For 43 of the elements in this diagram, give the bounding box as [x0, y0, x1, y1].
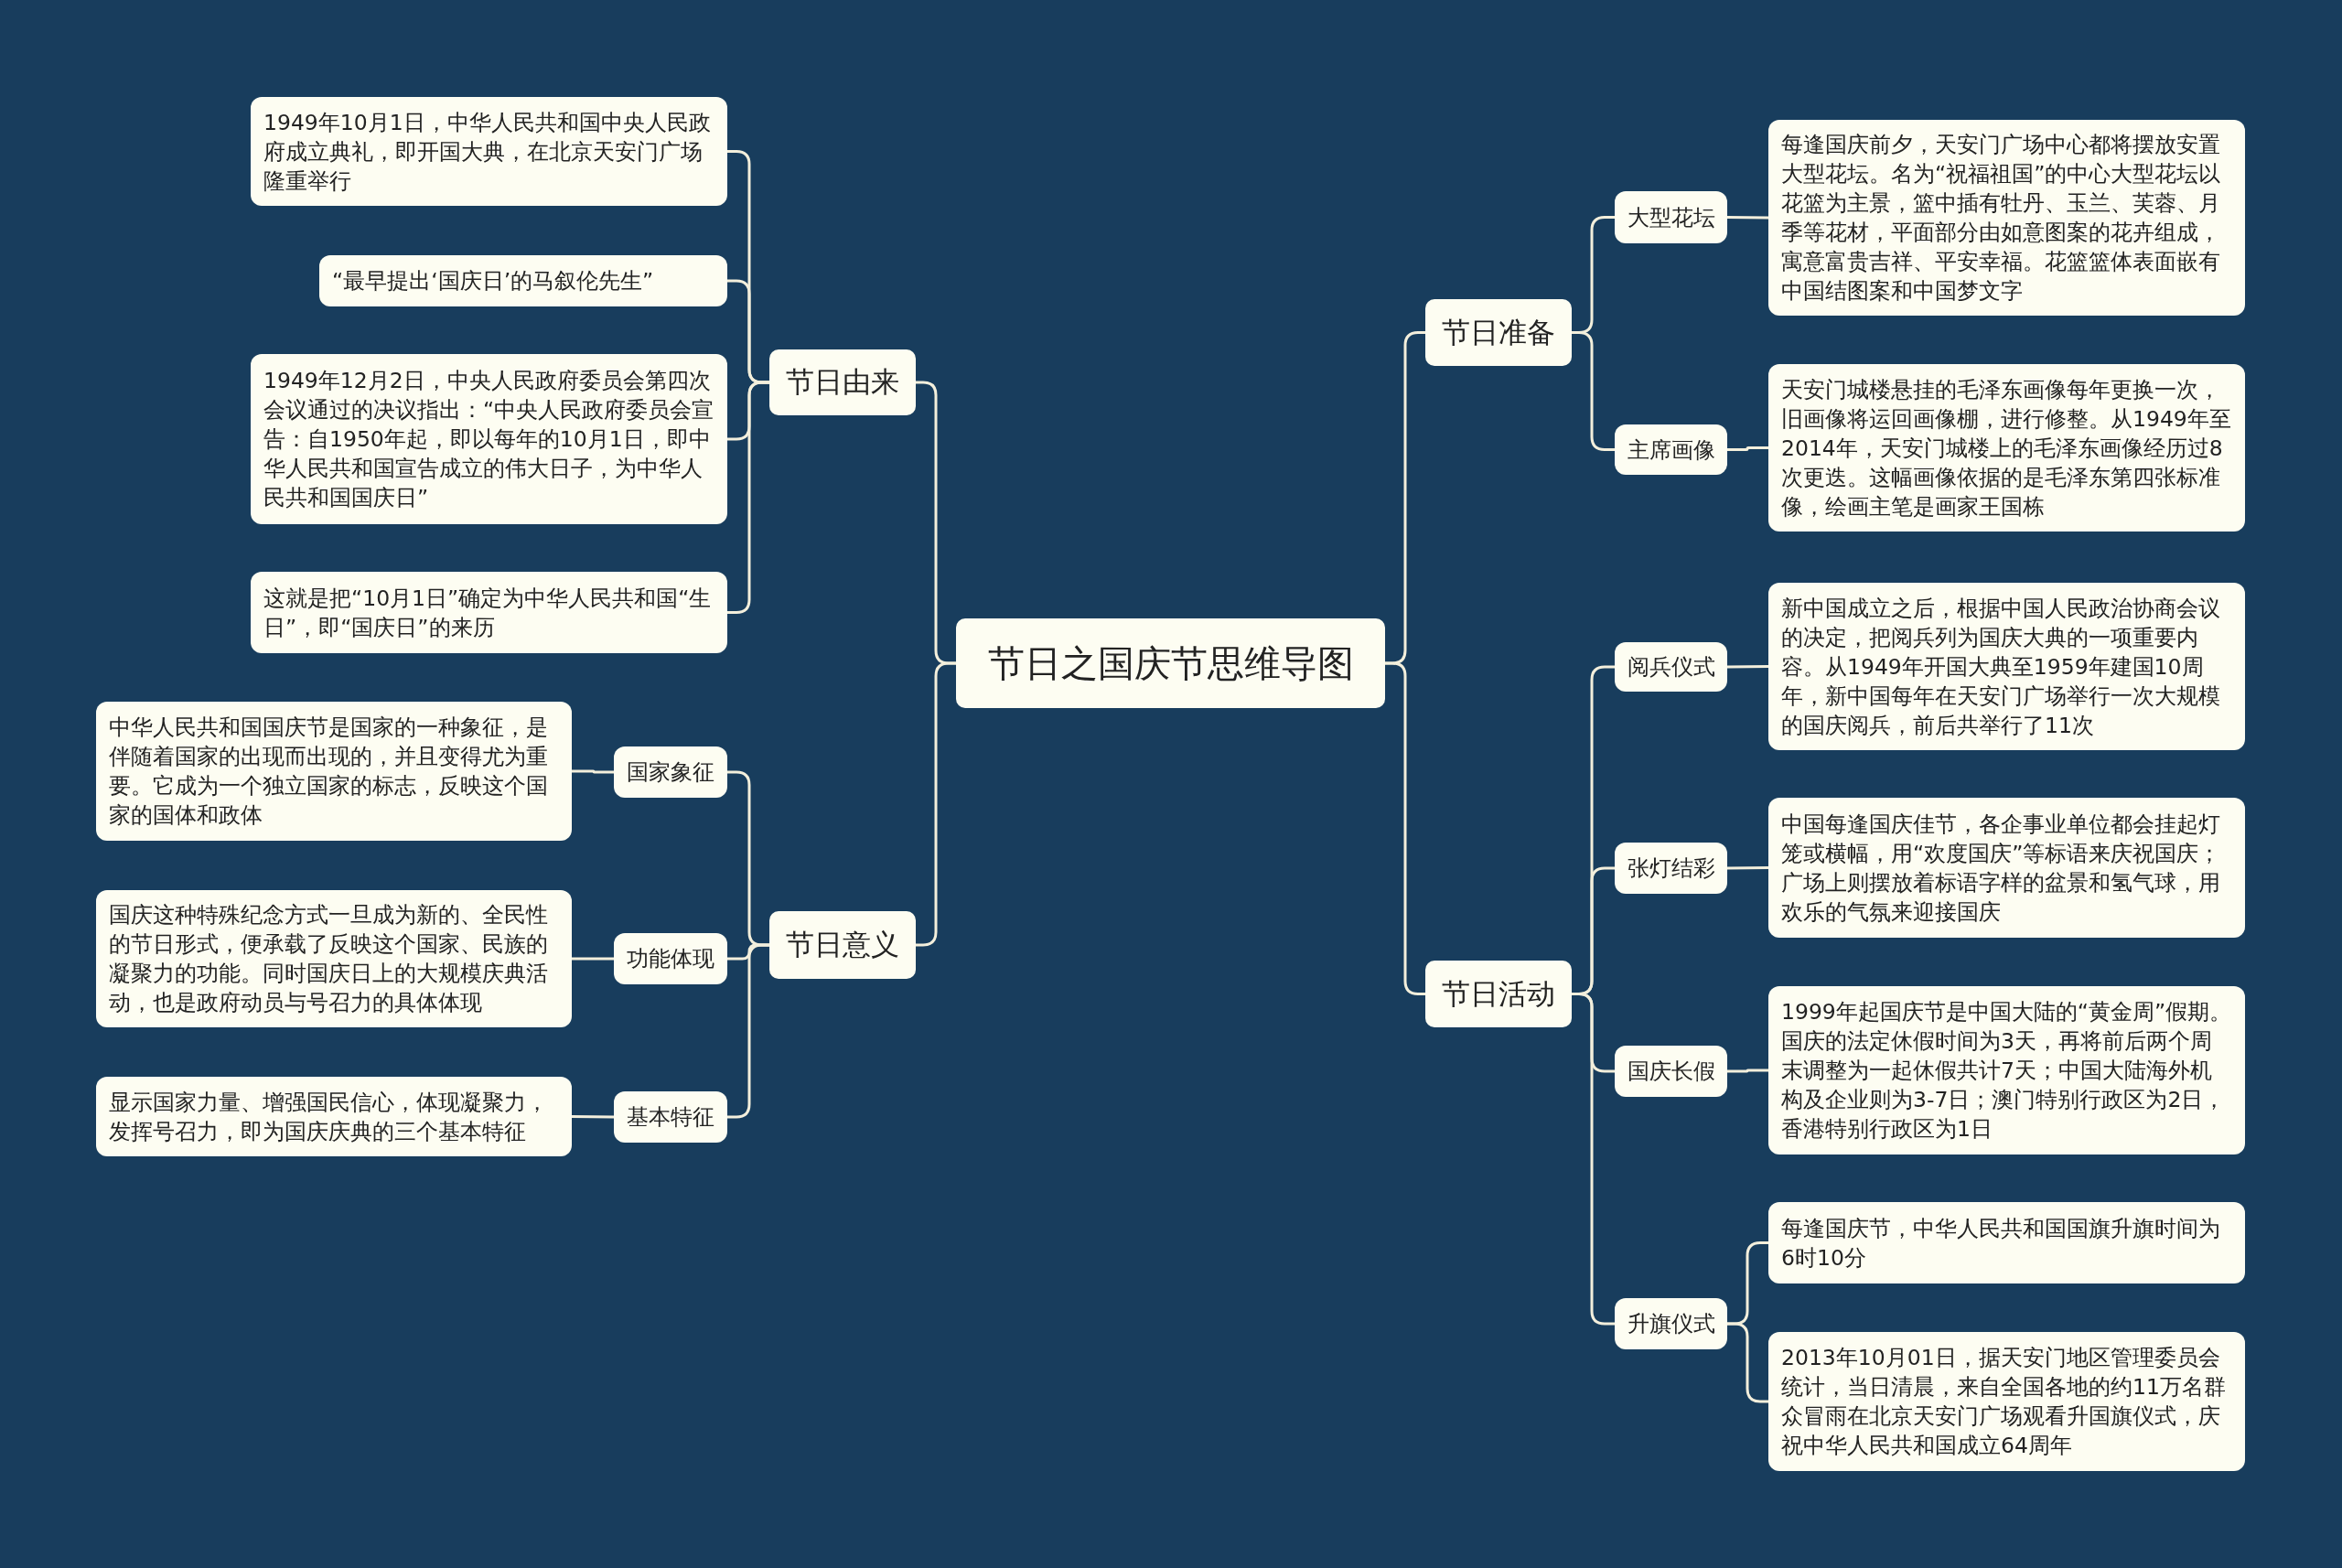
connector-line [1727, 1322, 1768, 1403]
subtopic-box: 大型花坛 [1615, 191, 1727, 243]
note-box: 每逢国庆前夕，天安门广场中心都将摆放安置大型花坛。名为“祝福祖国”的中心大型花坛以花篮为主景，篮中插有牡丹、玉兰、芙蓉、月季等花材，平面部分由如意图案的花卉组成，寓意富贵吉祥、平安幸福。花篮篮体表面嵌有中国结图案和中国梦文字 [1768, 120, 2245, 316]
note-box: 1999年起国庆节是中国大陆的“黄金周”假期。国庆的法定休假时间为3天，再将前后两个周末调整为一起休假共计7天；中国大陆海外机构及企业则为3-7日；澳门特别行政区为2日，香港特别行政区为1日 [1768, 986, 2245, 1155]
connector-line [572, 1115, 614, 1119]
subtopic-box: 基本特征 [614, 1091, 727, 1143]
connector-line [1727, 866, 1768, 870]
connector-line [1727, 446, 1768, 451]
connector-line [572, 957, 614, 961]
branch-box: 节日由来 [769, 349, 916, 415]
note-box: 1949年10月1日，中华人民共和国中央人民政府成立典礼，即开国大典，在北京天安门广场隆重举行 [251, 97, 727, 206]
subtopic-box: 阅兵仪式 [1615, 642, 1727, 692]
connector-line [1727, 1069, 1768, 1073]
branch-box: 节日意义 [769, 911, 916, 979]
subtopic-box: 功能体现 [614, 933, 727, 984]
subtopic-box: 张灯结彩 [1615, 843, 1727, 894]
connector-line [727, 943, 769, 1119]
note-box: 1949年12月2日，中央人民政府委员会第四次会议通过的决议指出：“中央人民政府委员会宣告：自1950年起，即以每年的10月1日，即中华人民共和国宣告成立的伟大日子，为中华人民共和国国庆日” [251, 354, 727, 524]
note-box: 这就是把“10月1日”确定为中华人民共和国“生日”，即“国庆日”的来历 [251, 572, 727, 653]
connector-line [1385, 661, 1425, 995]
central-topic-box: 节日之国庆节思维导图 [956, 618, 1385, 708]
note-box: 显示国家力量、增强国民信心，体现凝聚力，发挥号召力，即为国庆庆典的三个基本特征 [96, 1077, 572, 1156]
connector-line [572, 769, 614, 774]
connector-line [1572, 993, 1615, 1326]
subtopic-box: 主席画像 [1615, 424, 1727, 475]
subtopic-box: 国家象征 [614, 746, 727, 798]
note-box: “最早提出‘国庆日’的马叙伦先生” [319, 255, 727, 306]
note-box: 中国每逢国庆佳节，各企事业单位都会挂起灯笼或横幅，用“欢度国庆”等标语来庆祝国庆；广场上则摆放着标语字样的盆景和氢气球，用欢乐的气氛来迎接国庆 [1768, 798, 2245, 938]
note-box: 天安门城楼悬挂的毛泽东画像每年更换一次，旧画像将运回画像棚，进行修整。从1949年至2014年，天安门城楼上的毛泽东画像经历过8次更迭。这幅画像依据的是毛泽东第四张标准像，绘画主笔是画家王国栋 [1768, 364, 2245, 532]
branch-box: 节日准备 [1425, 299, 1572, 366]
note-box: 新中国成立之后，根据中国人民政治协商会议的决定，把阅兵列为国庆大典的一项重要内容。从1949年开国大典至1959年建国10周年，新中国每年在天安门广场举行一次大规模的国庆阅兵，前后共举行了11次 [1768, 583, 2245, 750]
connector-line [1727, 665, 1768, 669]
branch-box: 节日活动 [1425, 961, 1572, 1027]
note-box: 国庆这种特殊纪念方式一旦成为新的、全民性的节日形式，便承载了反映这个国家、民族的凝聚力的功能。同时国庆日上的大规模庆典活动，也是政府动员与号召力的具体体现 [96, 890, 572, 1027]
subtopic-box: 国庆长假 [1615, 1046, 1727, 1097]
connector-line [1727, 216, 1768, 220]
note-box: 中华人民共和国国庆节是国家的一种象征，是伴随着国家的出现而出现的，并且变得尤为重要。它成为一个独立国家的标志，反映这个国家的国体和政体 [96, 702, 572, 841]
note-box: 2013年10月01日，据天安门地区管理委员会统计，当日清晨，来自全国各地的约11万名群众冒雨在北京天安门广场观看升国旗仪式，庆祝中华人民共和国成立64周年 [1768, 1332, 2245, 1471]
connector-line [916, 661, 956, 947]
subtopic-box: 升旗仪式 [1615, 1298, 1727, 1349]
connector-line [727, 381, 769, 614]
note-box: 每逢国庆节，中华人民共和国国旗升旗时间为6时10分 [1768, 1202, 2245, 1283]
connector-line [1572, 331, 1615, 451]
